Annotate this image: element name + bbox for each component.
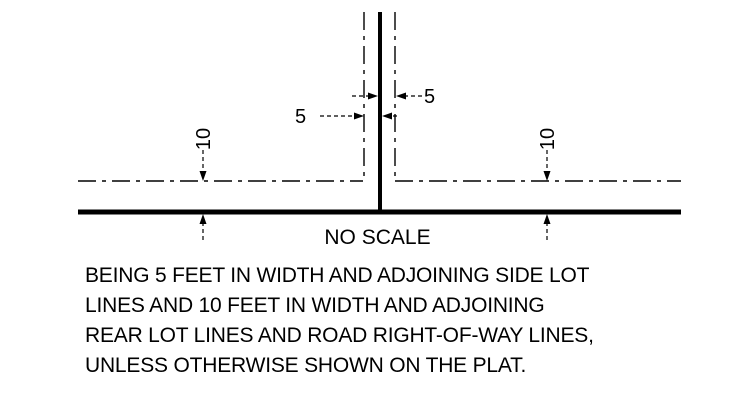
left-side-dimension-value: 5 xyxy=(295,106,306,128)
left-rear-dimension-value: 10 xyxy=(193,128,215,150)
right-rear-dimension: 10 xyxy=(537,128,559,240)
easement-note: BEING 5 FEET IN WIDTH AND ADJOINING SIDE… xyxy=(85,261,750,381)
left-rear-dimension: 10 xyxy=(193,128,215,240)
note-line: BEING 5 FEET IN WIDTH AND ADJOINING SIDE… xyxy=(85,264,590,287)
right-rear-dimension-value: 10 xyxy=(537,128,559,150)
right-side-dimension: 5 xyxy=(352,86,435,108)
note-line: REAR LOT LINES AND ROAD RIGHT-OF-WAY LIN… xyxy=(85,324,594,347)
no-scale-label: NO SCALE xyxy=(324,226,431,249)
note-line: UNLESS OTHERWISE SHOWN ON THE PLAT. xyxy=(85,354,527,377)
left-side-dimension: 5 xyxy=(295,106,400,128)
right-side-dimension-value: 5 xyxy=(424,86,435,108)
note-line: LINES AND 10 FEET IN WIDTH AND ADJOINING xyxy=(85,294,545,317)
